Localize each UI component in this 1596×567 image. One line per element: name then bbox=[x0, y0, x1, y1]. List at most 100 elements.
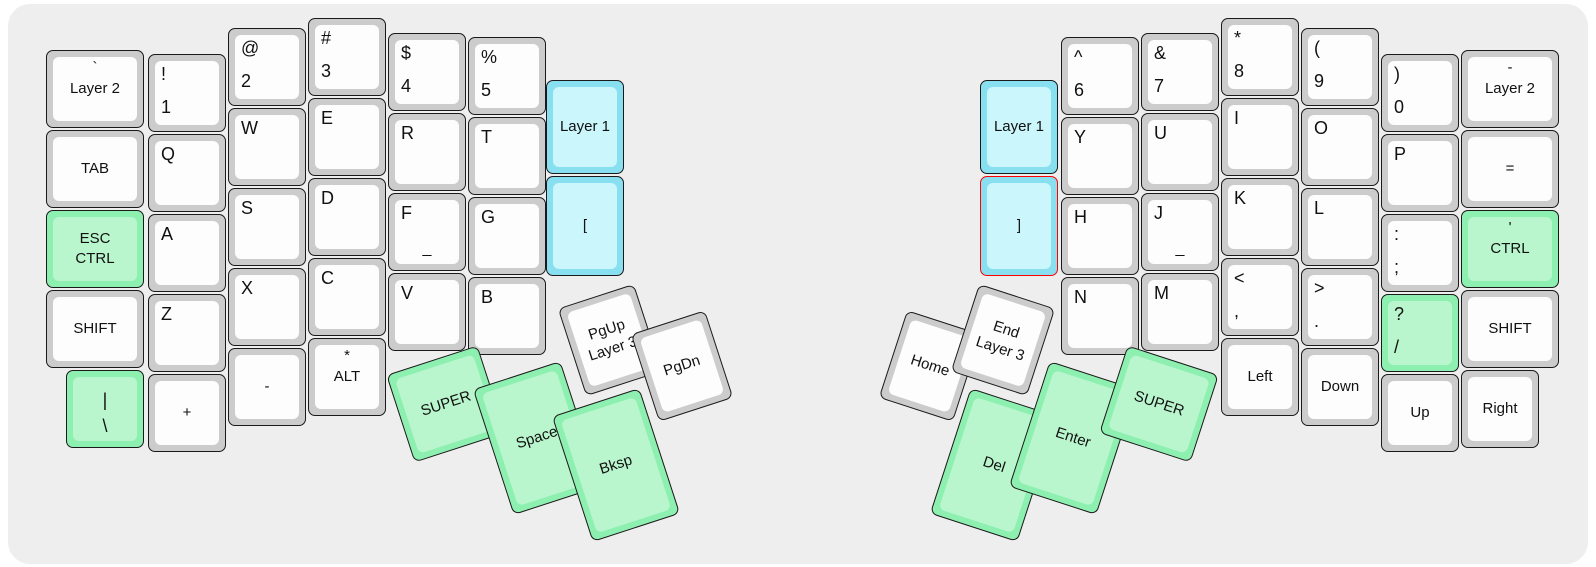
key-c[interactable]: C bbox=[308, 258, 386, 336]
key-legend-main: Bksp bbox=[597, 451, 635, 478]
key-f[interactable]: F_ bbox=[388, 193, 466, 271]
keycap: Left bbox=[1228, 345, 1292, 409]
keycap: PgDn bbox=[639, 319, 725, 413]
key-2[interactable]: @2 bbox=[228, 28, 306, 106]
key-4[interactable]: $4 bbox=[388, 33, 466, 111]
key-n[interactable]: N bbox=[1061, 277, 1139, 355]
keycap: SHIFT bbox=[53, 297, 137, 361]
key-9[interactable]: (9 bbox=[1301, 28, 1379, 106]
key-layer1[interactable]: Layer 1 bbox=[546, 80, 624, 174]
key-t[interactable]: T bbox=[468, 117, 546, 195]
key-plus[interactable]: + bbox=[148, 374, 226, 452]
key-e[interactable]: E bbox=[308, 98, 386, 176]
key-legend-top: Q bbox=[161, 144, 176, 164]
key-y[interactable]: Y bbox=[1061, 117, 1139, 195]
key-l[interactable]: L bbox=[1301, 188, 1379, 266]
key-h[interactable]: H bbox=[1061, 197, 1139, 275]
key-minus[interactable]: - bbox=[228, 348, 306, 426]
key-right[interactable]: Right bbox=[1461, 370, 1539, 448]
key-legend-main: / bbox=[1394, 337, 1400, 358]
key-p[interactable]: P bbox=[1381, 134, 1459, 212]
key-pipe-backslash[interactable]: |\ bbox=[66, 370, 144, 448]
key-legend-main: SHIFT bbox=[73, 320, 117, 338]
key-v[interactable]: V bbox=[388, 273, 466, 351]
keycap: TAB bbox=[53, 137, 137, 201]
key-legend-top: U bbox=[1154, 123, 1167, 143]
key-legend-top: K bbox=[1234, 188, 1247, 208]
keycap: -Layer 2 bbox=[1468, 57, 1552, 121]
key-legend-top: ( bbox=[1314, 38, 1320, 58]
key-legend-main: ESC CTRL bbox=[75, 229, 115, 267]
key-tab[interactable]: TAB bbox=[46, 130, 144, 208]
key-g[interactable]: G bbox=[468, 197, 546, 275]
keycap: Layer 1 bbox=[553, 87, 617, 167]
key-left[interactable]: Left bbox=[1221, 338, 1299, 416]
key-6[interactable]: ^6 bbox=[1061, 37, 1139, 115]
key-quote-ctrl[interactable]: 'CTRL bbox=[1461, 210, 1559, 288]
key-k[interactable]: K bbox=[1221, 178, 1299, 256]
key-o[interactable]: O bbox=[1301, 108, 1379, 186]
keycap: @2 bbox=[235, 35, 299, 99]
key-legend-top: % bbox=[481, 47, 498, 67]
key-legend-main: TAB bbox=[80, 160, 110, 178]
key-legend-top: T bbox=[481, 127, 492, 147]
key-legend-top: ) bbox=[1394, 64, 1400, 84]
key-1[interactable]: !1 bbox=[148, 54, 226, 132]
key-alt[interactable]: *ALT bbox=[308, 338, 386, 416]
key-8[interactable]: *8 bbox=[1221, 18, 1299, 96]
key-period[interactable]: >. bbox=[1301, 268, 1379, 346]
keycap: |\ bbox=[73, 377, 137, 441]
key-m[interactable]: M bbox=[1141, 273, 1219, 351]
key-7[interactable]: &7 bbox=[1141, 33, 1219, 111]
key-layer2-grave[interactable]: `Layer 2 bbox=[46, 50, 144, 128]
key-w[interactable]: W bbox=[228, 108, 306, 186]
key-legend-main: Layer 1 bbox=[559, 118, 611, 136]
key-bracket-right[interactable]: ] bbox=[980, 176, 1058, 276]
key-b[interactable]: B bbox=[468, 277, 546, 355]
key-slash[interactable]: ?/ bbox=[1381, 294, 1459, 372]
keycap: $4 bbox=[395, 40, 459, 104]
key-legend-top: # bbox=[321, 28, 332, 48]
key-j[interactable]: J_ bbox=[1141, 193, 1219, 271]
key-layer1-right[interactable]: Layer 1 bbox=[980, 80, 1058, 174]
key-r[interactable]: R bbox=[388, 113, 466, 191]
key-5[interactable]: %5 bbox=[468, 37, 546, 115]
key-i[interactable]: I bbox=[1221, 98, 1299, 176]
keycap: Y bbox=[1068, 124, 1132, 188]
key-esc-ctrl[interactable]: ESC CTRL bbox=[46, 210, 144, 288]
key-up[interactable]: Up bbox=[1381, 374, 1459, 452]
key-z[interactable]: Z bbox=[148, 294, 226, 372]
key-equal[interactable]: = bbox=[1461, 130, 1559, 208]
key-d[interactable]: D bbox=[308, 178, 386, 256]
key-legend-top: - bbox=[1507, 59, 1513, 76]
keycap: H bbox=[1068, 204, 1132, 268]
key-3[interactable]: #3 bbox=[308, 18, 386, 96]
keycap: ^6 bbox=[1068, 44, 1132, 108]
keycap: O bbox=[1308, 115, 1372, 179]
key-legend-main: - bbox=[264, 378, 270, 396]
keycap: :; bbox=[1388, 221, 1452, 285]
key-semicolon[interactable]: :; bbox=[1381, 214, 1459, 292]
key-comma[interactable]: <, bbox=[1221, 258, 1299, 336]
key-x[interactable]: X bbox=[228, 268, 306, 346]
key-bracket-left[interactable]: [ bbox=[546, 176, 624, 276]
key-0[interactable]: )0 bbox=[1381, 54, 1459, 132]
key-minus-layer2[interactable]: -Layer 2 bbox=[1461, 50, 1559, 128]
keycap: F_ bbox=[395, 200, 459, 264]
keycap: SUPER bbox=[1107, 354, 1211, 454]
key-shift-right[interactable]: SHIFT bbox=[1461, 290, 1559, 368]
keycap: G bbox=[475, 204, 539, 268]
key-s[interactable]: S bbox=[228, 188, 306, 266]
key-legend-main: , bbox=[1234, 301, 1240, 322]
key-shift-left[interactable]: SHIFT bbox=[46, 290, 144, 368]
homing-bump-icon: _ bbox=[422, 240, 432, 258]
key-q[interactable]: Q bbox=[148, 134, 226, 212]
key-legend-main: Layer 1 bbox=[993, 118, 1045, 136]
keycap: &7 bbox=[1148, 40, 1212, 104]
keycap: SHIFT bbox=[1468, 297, 1552, 361]
key-down[interactable]: Down bbox=[1301, 348, 1379, 426]
key-a[interactable]: A bbox=[148, 214, 226, 292]
keycap: %5 bbox=[475, 44, 539, 108]
key-legend-top: H bbox=[1074, 207, 1087, 227]
key-u[interactable]: U bbox=[1141, 113, 1219, 191]
